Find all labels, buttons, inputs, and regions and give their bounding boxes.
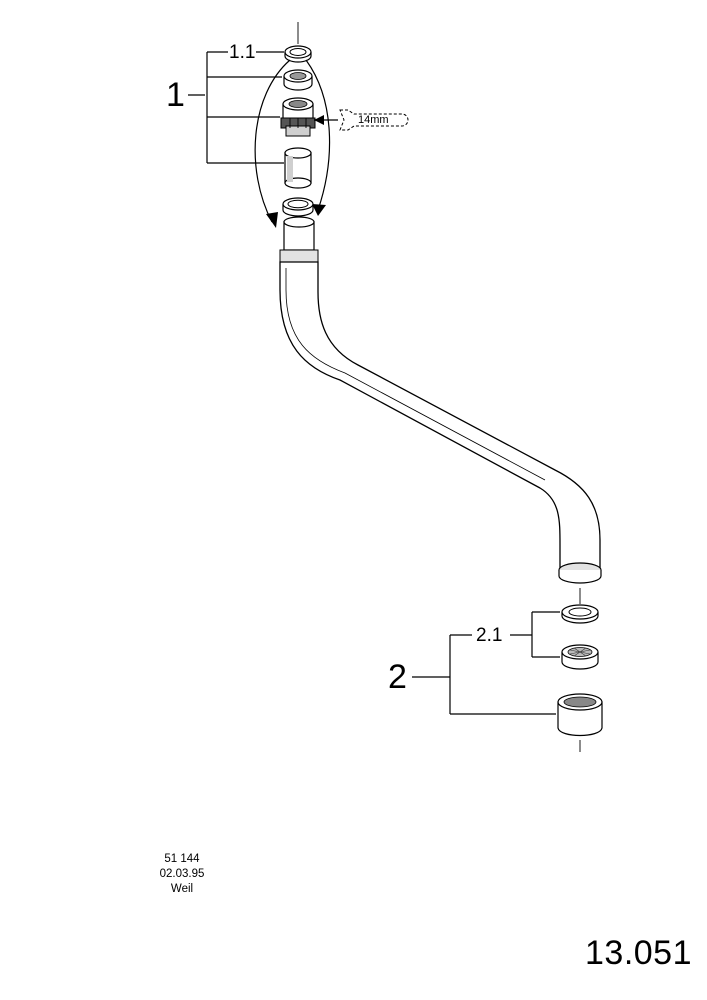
doc-meta-block: 51 144 02.03.95 Weil (150, 852, 214, 897)
part-2-1-label: 2.1 (476, 625, 503, 646)
aerator-insert (561, 644, 599, 670)
part-2-label: 2 (388, 658, 407, 696)
hex-connector (280, 97, 316, 137)
part-1-1-label: 1.1 (229, 42, 256, 63)
page-number: 13.051 (585, 934, 692, 972)
spout-pipe (279, 216, 602, 584)
doc-number: 51 144 (164, 853, 200, 865)
ring-1-1 (284, 45, 312, 63)
aerator-housing (557, 693, 603, 737)
spout-o-ring (282, 197, 314, 217)
wrench-size-label: 14mm (358, 114, 389, 126)
nut-ring (283, 69, 313, 91)
doc-author: Weil (170, 883, 194, 895)
assembly-arrows (254, 59, 331, 228)
wrench-14mm-callout (314, 109, 409, 131)
washer-2-1 (561, 604, 599, 624)
doc-date: 02.03.95 (159, 868, 205, 880)
part-1-label: 1 (166, 76, 185, 114)
part-2-leader (412, 611, 560, 715)
part-1-leader (188, 51, 284, 164)
sleeve (284, 147, 312, 189)
